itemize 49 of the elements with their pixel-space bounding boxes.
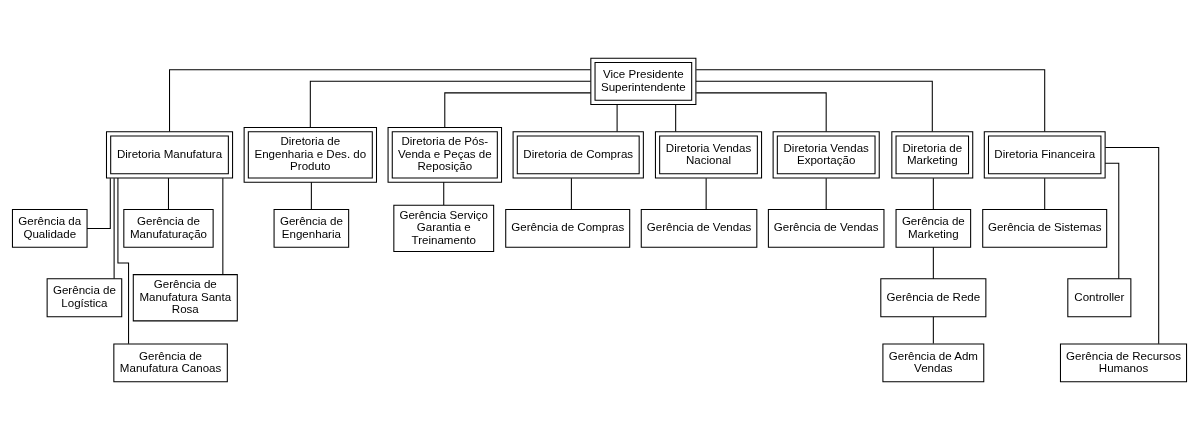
node-box: Gerência de Logística — [46, 278, 123, 318]
connector — [117, 177, 130, 345]
connector — [86, 177, 111, 229]
node-box: Diretoria Vendas Nacional — [654, 131, 763, 179]
node-box: Controller — [1067, 278, 1132, 318]
connector — [616, 104, 618, 132]
connector — [825, 177, 827, 210]
node-box: Gerência Serviço Garantia e Treinamento — [393, 204, 495, 253]
node-box: Gerência de Recursos Humanos — [1059, 343, 1188, 383]
connector — [310, 181, 312, 210]
node-box: Gerência de Manufatura Santa Rosa — [132, 274, 238, 322]
node-box: Gerência de Engenharia — [273, 208, 350, 248]
connector — [932, 177, 934, 210]
connector — [675, 104, 677, 132]
connector — [570, 177, 572, 210]
connector — [113, 177, 115, 280]
node-box: Gerência de Manufatura Canoas — [113, 343, 228, 383]
connector — [222, 177, 224, 275]
connector — [167, 177, 169, 210]
node-box: Diretoria Financeira — [983, 131, 1106, 179]
connector — [443, 181, 445, 206]
node-box: Gerência de Compras — [505, 208, 631, 248]
connector — [1104, 147, 1160, 345]
connector — [169, 69, 591, 133]
node-box: Gerência de Sistemas — [982, 208, 1108, 248]
connector — [932, 246, 934, 280]
node-box: Gerência de Vendas — [640, 208, 758, 248]
connector — [695, 69, 1046, 133]
connector — [1104, 162, 1120, 280]
node-box: Diretoria Vendas Exportação — [772, 131, 880, 179]
node-box: Gerência de Marketing — [895, 208, 972, 248]
node-box: Diretoria de Compras — [512, 131, 644, 179]
connector — [695, 92, 827, 132]
node-box: Diretoria de Pós-Venda e Peças de Reposição — [387, 127, 503, 183]
connector — [932, 316, 934, 345]
connector — [309, 80, 592, 128]
node-box: Gerência de Adm Vendas — [882, 343, 985, 383]
node-box: Gerência de Vendas — [767, 208, 885, 248]
node-box: Gerência de Rede — [880, 278, 987, 318]
connector — [695, 80, 933, 133]
connector — [705, 177, 707, 210]
node-box: Gerência da Qualidade — [11, 208, 88, 248]
node-box: Diretoria de Marketing — [891, 131, 974, 179]
connector — [1044, 177, 1046, 210]
node-box: Gerência de Manufaturação — [123, 208, 214, 248]
node-box: Diretoria Manufatura — [105, 131, 234, 179]
connector — [444, 92, 592, 128]
node-box: Diretoria de Engenharia e Des. do Produto — [243, 127, 378, 183]
node-box: Vice Presidente Superintendente — [590, 57, 697, 105]
